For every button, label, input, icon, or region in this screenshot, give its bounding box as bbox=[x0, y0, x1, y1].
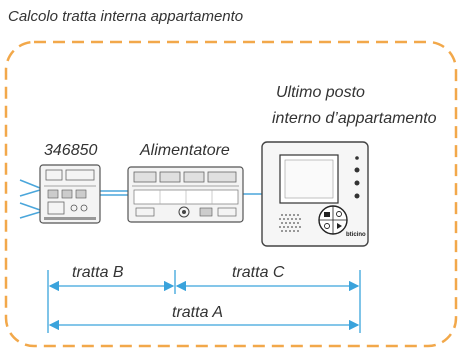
last-station-label-line1: Ultimo posto bbox=[276, 84, 365, 101]
segment-b-label: tratta B bbox=[72, 264, 124, 281]
power-supply-device bbox=[127, 166, 244, 223]
segment-c-label: tratta C bbox=[232, 264, 285, 281]
monitor-brand: bticino bbox=[346, 232, 366, 238]
apartment-boundary bbox=[4, 40, 458, 348]
measurement-lines bbox=[47, 270, 361, 333]
segment-a-label: tratta A bbox=[172, 304, 223, 321]
device-code-label: 346850 bbox=[44, 142, 97, 159]
bus-wiring bbox=[19, 179, 262, 219]
monitor-internal-station: bticino bbox=[261, 141, 369, 247]
last-station-label-line2: interno d’appartamento bbox=[272, 110, 437, 127]
device-346850 bbox=[39, 164, 101, 224]
speaker-grille bbox=[279, 214, 301, 232]
power-supply-label: Alimentatore bbox=[139, 142, 230, 159]
diagram-title: Calcolo tratta interna appartamento bbox=[8, 8, 243, 25]
